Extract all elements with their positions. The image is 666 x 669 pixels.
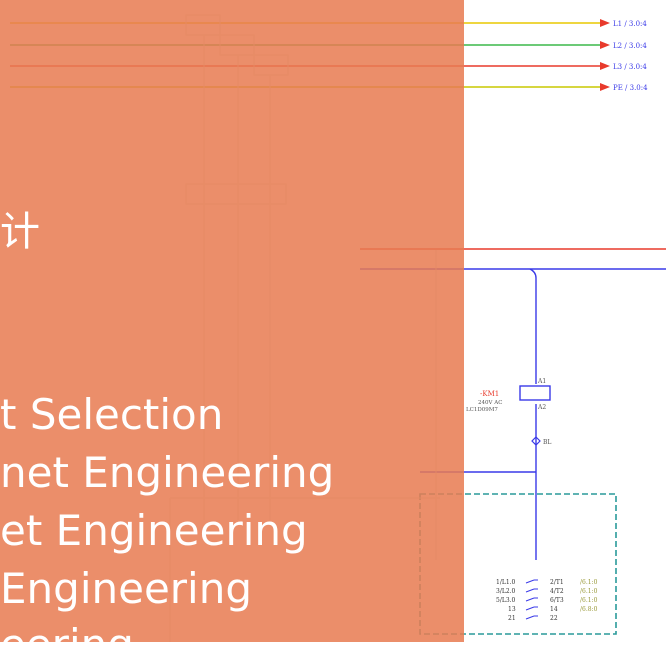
terminal-row-from: 5/L3.0	[496, 597, 516, 604]
terminal-row-ref: /6.1:0	[580, 588, 598, 595]
coil-terminal-a1: A1	[537, 378, 546, 385]
bus-arrows	[600, 19, 610, 91]
terminal-row-to: 2/T1	[550, 579, 564, 586]
terminal-row-from: 1/L1.0	[496, 579, 516, 586]
terminal-row-from: 21	[508, 615, 516, 622]
bus-right-label-l3: L3 / 3.0:4	[613, 63, 647, 71]
bus-arrow-l2	[600, 41, 610, 49]
bus-arrow-pe	[600, 83, 610, 91]
bus-right-labels: L1 / 3.0:4 L2 / 3.0:4 L3 / 3.0:4 PE / 3.…	[613, 20, 648, 92]
contact-symbol	[525, 588, 538, 593]
junction-label: BL	[543, 439, 551, 446]
control-drop-line	[529, 268, 537, 384]
coil-terminal-a2: A2	[537, 404, 546, 411]
terminal-contacts	[525, 579, 538, 620]
terminal-row-to: 14	[550, 606, 558, 613]
coil-spec-voltage: 240V AC	[478, 400, 502, 406]
terminal-row-from: 13	[508, 606, 516, 613]
terminal-row-to: 4/T2	[550, 588, 564, 595]
coil-label: -KM1	[480, 390, 499, 398]
bus-arrow-l3	[600, 62, 610, 70]
menu-item-eering[interactable]: eering	[0, 620, 134, 669]
terminal-row-ref: /6.8:0	[580, 606, 598, 613]
terminal-row-to: 22	[550, 615, 558, 622]
terminal-row-to: 6/T3	[550, 597, 564, 604]
menu-item-cabinet-engineering[interactable]: net Engineering	[0, 448, 335, 497]
menu-item-engineering[interactable]: Engineering	[0, 564, 252, 613]
coil-spec-model: LC1D09M7	[466, 407, 498, 413]
terminal-row-ref: /6.1:0	[580, 597, 598, 604]
terminal-row-ref: /6.1:0	[580, 579, 598, 586]
menu-item-cabinet-engineering-2[interactable]: et Engineering	[0, 506, 308, 555]
coil-box	[519, 385, 551, 401]
contact-symbol	[525, 597, 538, 602]
contact-symbol	[525, 579, 538, 584]
bus-right-label-l1: L1 / 3.0:4	[613, 20, 647, 28]
terminal-block	[419, 493, 617, 635]
terminal-row-from: 3/L2.0	[496, 588, 516, 595]
hero-title-fragment: 计	[0, 209, 40, 255]
terminal-block-border	[419, 493, 617, 635]
contactor-coil-km1: -KM1 A1 A2 240V AC LC1D09M7	[466, 378, 551, 413]
bus-arrow-l1	[600, 19, 610, 27]
contact-symbol	[525, 606, 538, 611]
brand-overlay-panel	[0, 0, 464, 642]
menu-item-selection[interactable]: t Selection	[0, 390, 224, 439]
contact-symbol	[525, 615, 538, 620]
terminal-rows: 1/L1.0 2/T1 /6.1:0 3/L2.0 4/T2 /6.1:0 5/…	[496, 579, 598, 622]
junction-diamond	[531, 436, 541, 446]
bus-right-label-pe: PE / 3.0:4	[613, 84, 648, 92]
junction-bl: BL	[531, 436, 551, 446]
bus-right-label-l2: L2 / 3.0:4	[613, 42, 647, 50]
